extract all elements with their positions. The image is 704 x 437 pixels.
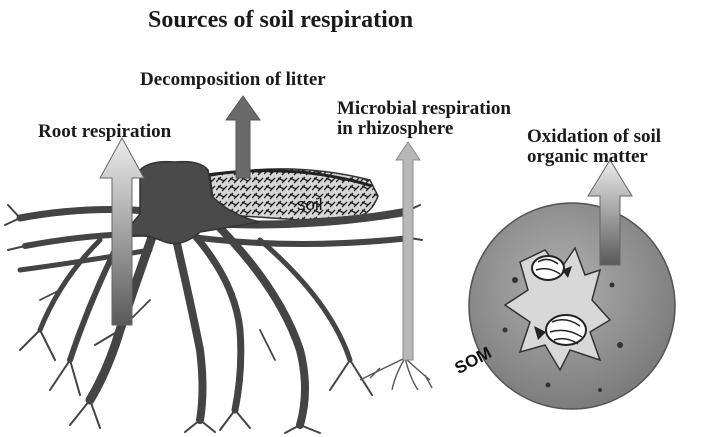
microbial-respiration-label: Microbial respiration in rhizosphere [337,99,511,139]
diagram-title: Sources of soil respiration [148,8,413,33]
rhizosphere-fine-roots [360,358,432,390]
decomposition-label: Decomposition of litter [140,70,326,90]
microbial-label-line-1: Microbial respiration [337,99,511,119]
root-system [5,205,422,433]
oxidation-label-line-1: Oxidation of soil [527,127,661,147]
decomposition-arrow [226,96,260,178]
microbial-label-line-2: in rhizosphere [337,119,511,139]
root-respiration-label: Root respiration [38,122,171,142]
soil-label: soil [297,196,323,214]
oxidation-label-line-2: organic matter [527,147,661,167]
microbial-respiration-arrow [396,142,420,360]
som-circle [469,203,675,409]
oxidation-label: Oxidation of soil organic matter [527,127,661,167]
